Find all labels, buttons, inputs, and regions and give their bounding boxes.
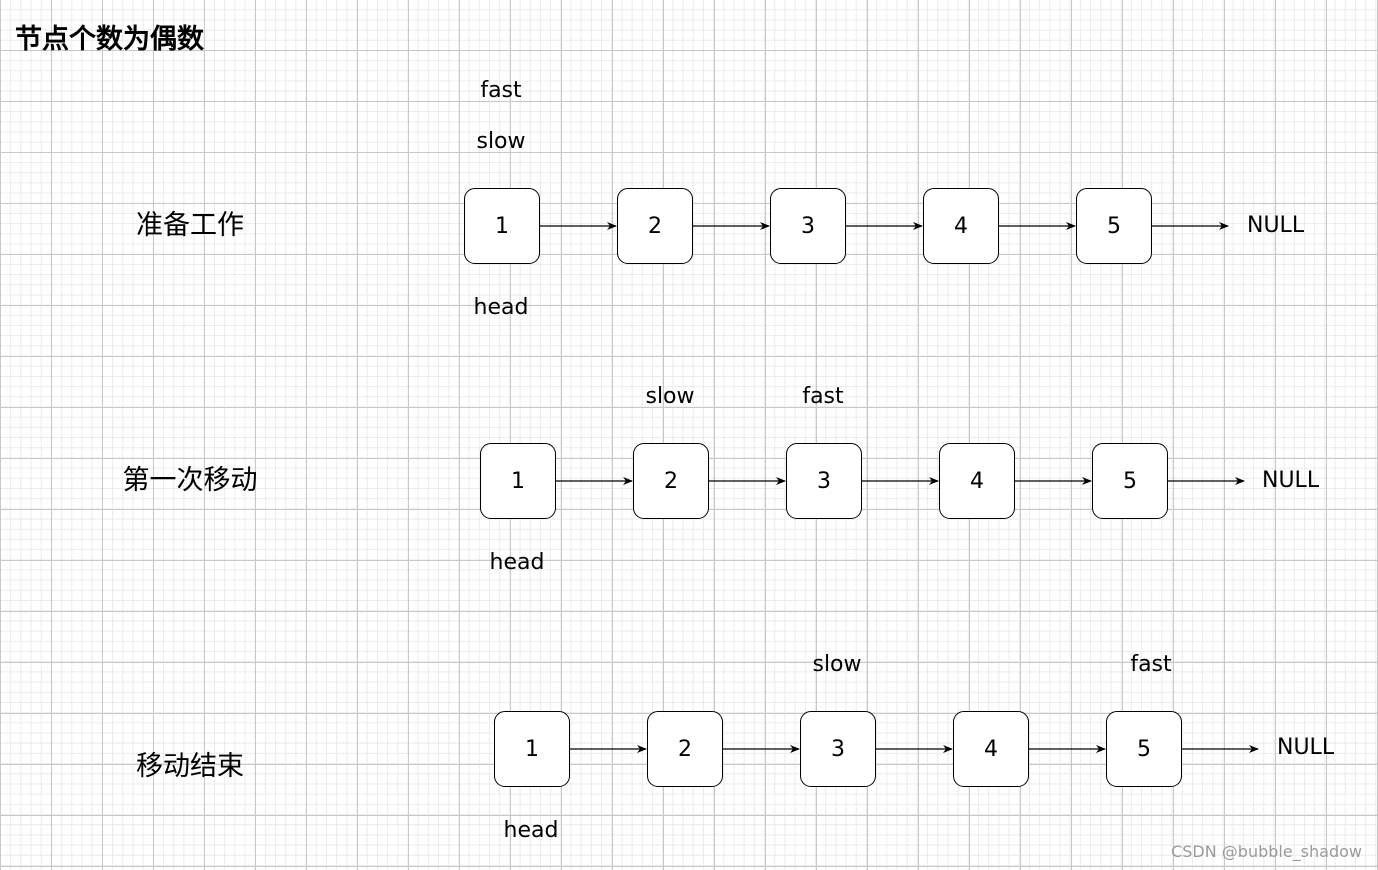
list-node: 2 (617, 188, 693, 264)
diagram-title: 节点个数为偶数 (15, 24, 204, 55)
fast-pointer-label: fast (480, 78, 522, 103)
list-node: 1 (480, 443, 556, 519)
list-node: 3 (786, 443, 862, 519)
list-node: 4 (953, 711, 1029, 787)
list-node: 1 (464, 188, 540, 264)
list-node: 1 (494, 711, 570, 787)
row-label-move-end: 移动结束 (136, 751, 244, 782)
fast-pointer-label: fast (1130, 652, 1172, 677)
list-node: 3 (800, 711, 876, 787)
null-label: NULL (1277, 735, 1335, 760)
list-node: 3 (770, 188, 846, 264)
list-node: 4 (923, 188, 999, 264)
list-node: 2 (633, 443, 709, 519)
fast-pointer-label: fast (802, 384, 844, 409)
slow-pointer-label: slow (645, 384, 695, 409)
list-node: 5 (1092, 443, 1168, 519)
list-node: 5 (1076, 188, 1152, 264)
slow-pointer-label: slow (812, 652, 862, 677)
head-pointer-label: head (473, 295, 529, 320)
row-label-prepare: 准备工作 (136, 210, 244, 241)
null-label: NULL (1262, 468, 1320, 493)
list-node: 4 (939, 443, 1015, 519)
row-label-first-move: 第一次移动 (122, 465, 258, 496)
watermark: CSDN @bubble_shadow (1171, 842, 1362, 861)
list-node: 5 (1106, 711, 1182, 787)
head-pointer-label: head (489, 550, 545, 575)
list-node: 2 (647, 711, 723, 787)
head-pointer-label: head (503, 818, 559, 843)
slow-pointer-label: slow (476, 129, 526, 154)
null-label: NULL (1247, 213, 1305, 238)
